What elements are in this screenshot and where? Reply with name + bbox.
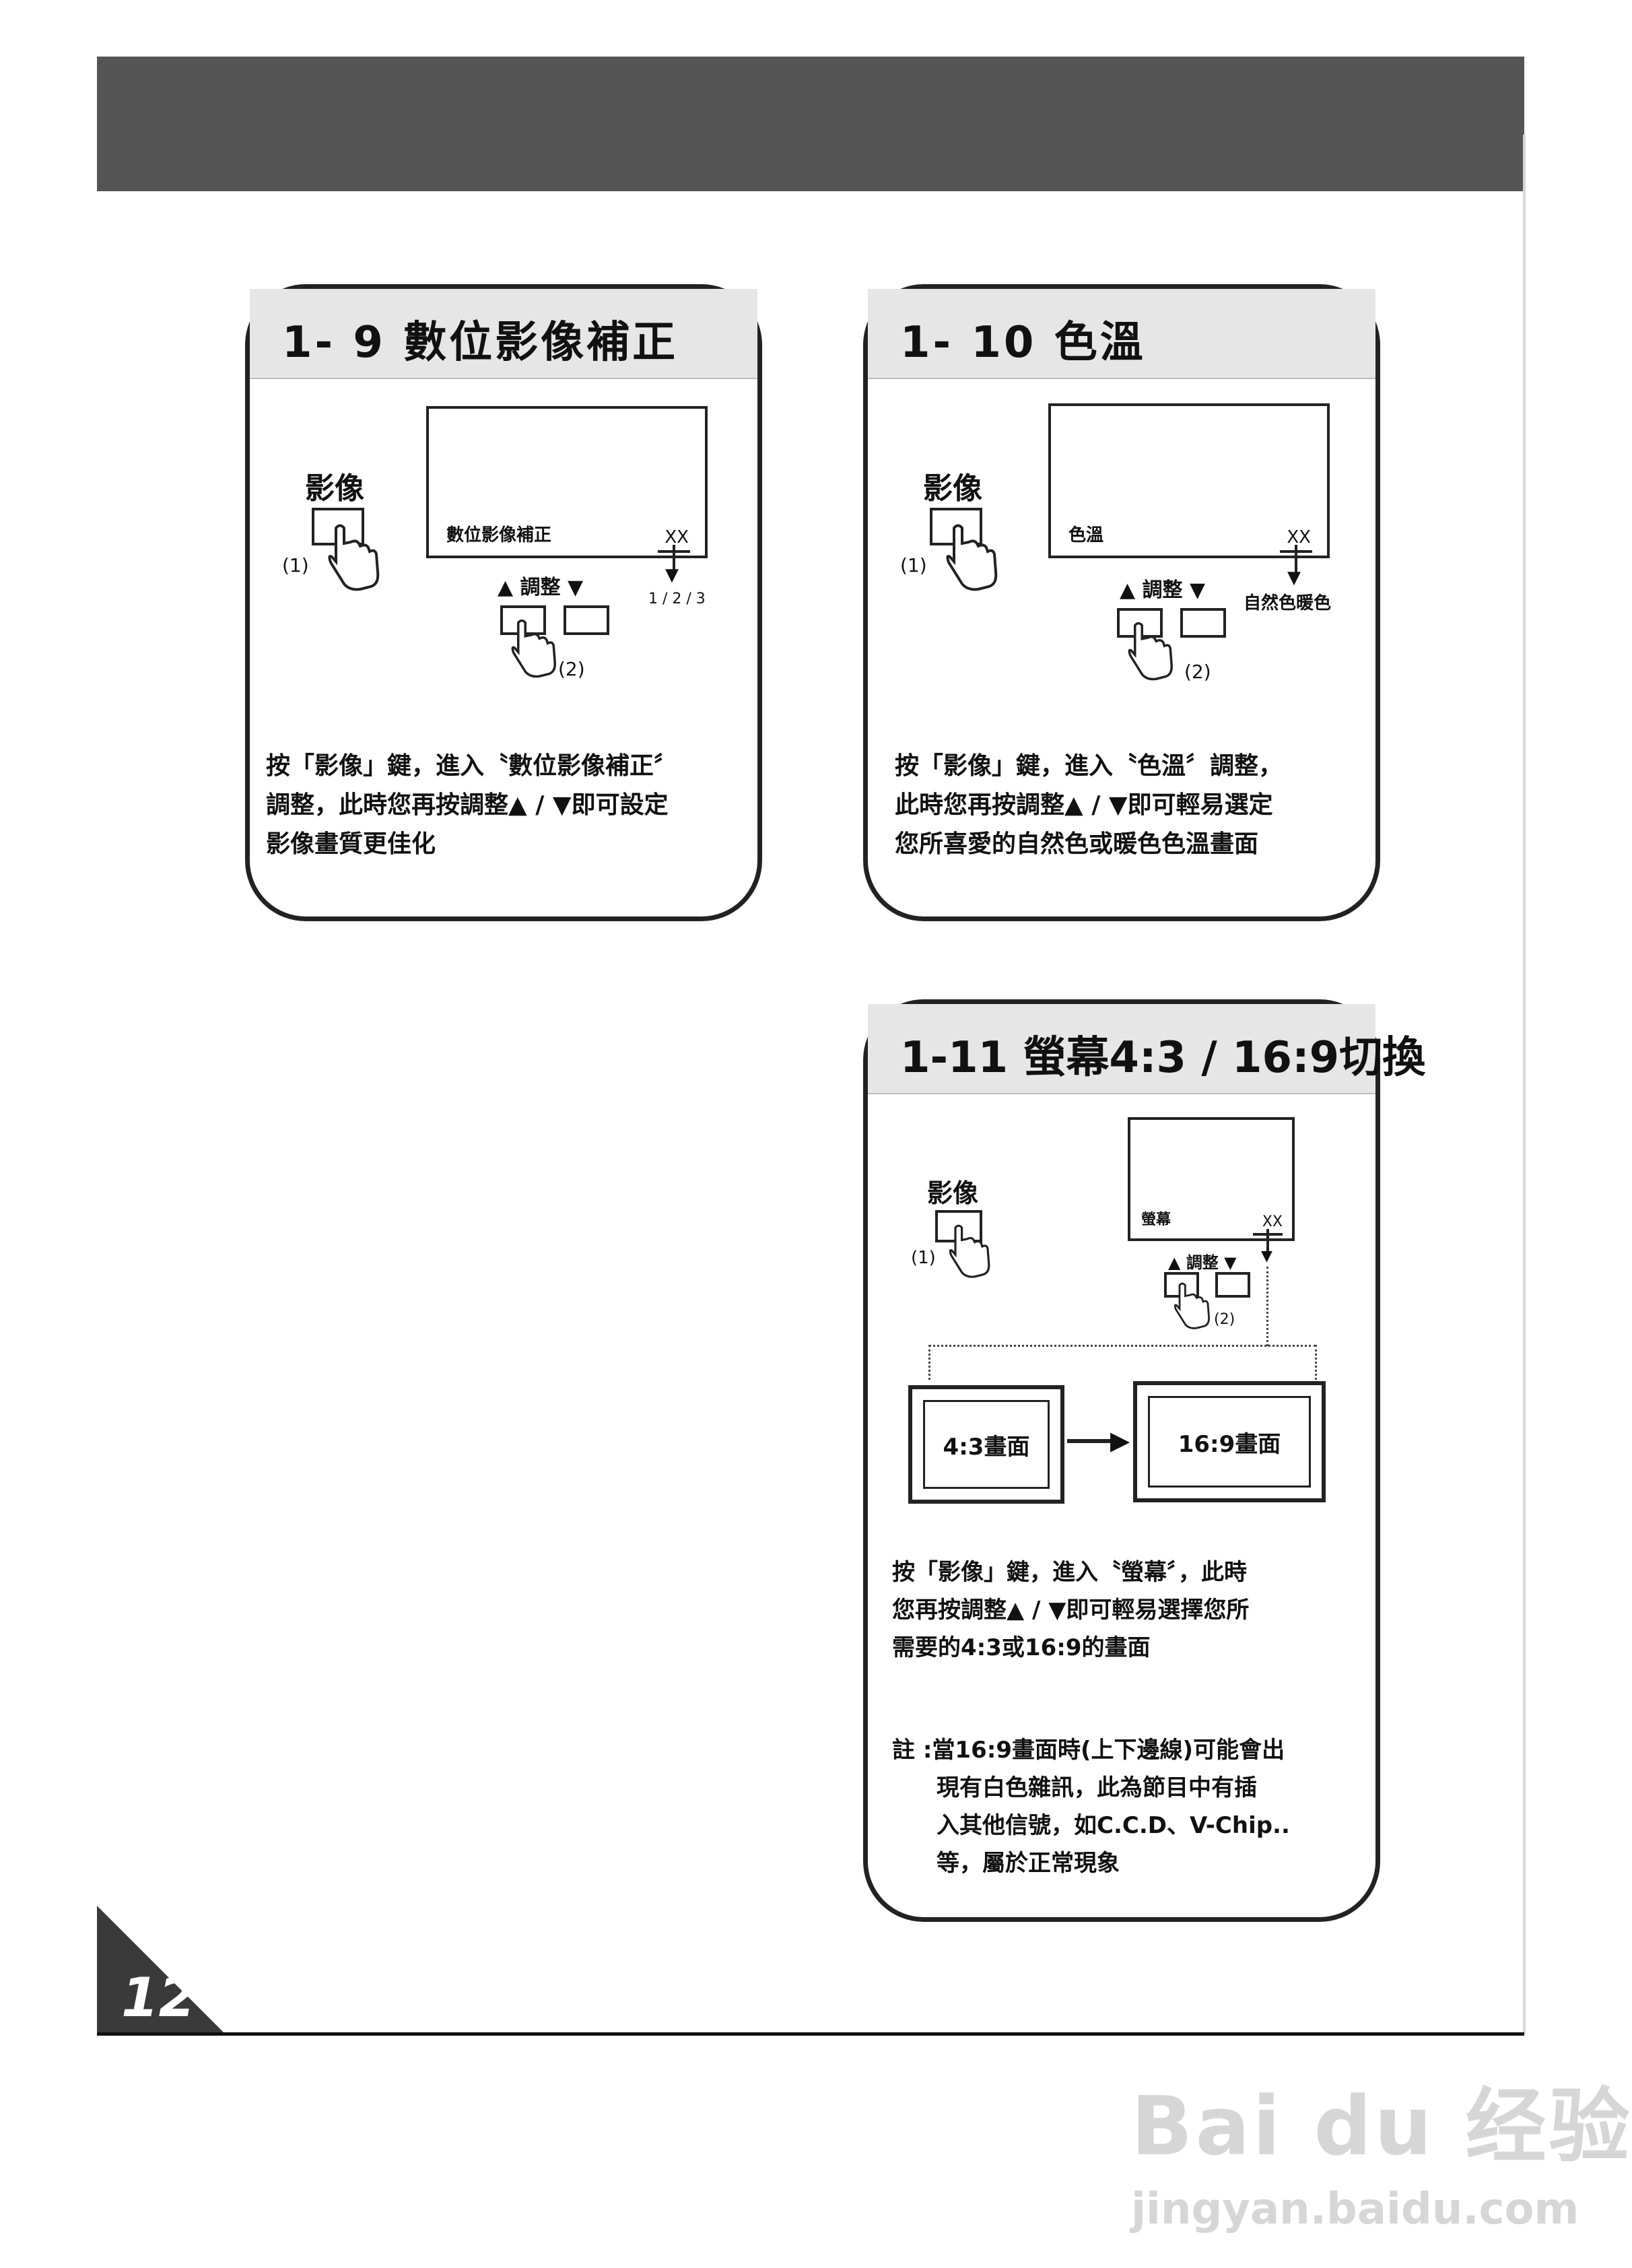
osd-screen: 螢幕 XX — [1128, 1117, 1295, 1241]
page-number-corner — [97, 1906, 225, 2034]
value-pointer-bar — [1253, 1233, 1283, 1236]
section-header: 1- 10 色溫 — [868, 289, 1375, 379]
step-2-label: (2) — [558, 658, 585, 680]
step-1-label: (1) — [911, 1248, 936, 1268]
hand-press-icon — [511, 619, 556, 678]
footer-rule — [97, 2032, 1524, 2036]
mode-switch-arrow — [1067, 1439, 1116, 1443]
step-2-label: (2) — [1214, 1311, 1235, 1328]
value-options: 1 / 2 / 3 — [648, 591, 706, 607]
note-line: 註 :當16:9畫面時(上下邊線)可能會出 — [892, 1737, 1285, 1764]
step-2-label: (2) — [1184, 661, 1211, 683]
watermark-url: jingyan.baidu.com — [1131, 2184, 1579, 2234]
hand-press-icon — [1128, 622, 1173, 681]
header-bar — [97, 57, 1524, 191]
description-line: 此時您再按調整▲ / ▼即可輕易選定 — [895, 791, 1273, 819]
image-key-label: 影像 — [927, 1178, 979, 1208]
osd-screen: 數位影像補正 XX — [426, 406, 708, 558]
connector-dotted-line — [928, 1345, 1316, 1347]
screen-menu-label: 數位影像補正 — [446, 525, 552, 545]
mode-16-9-box: 16:9畫面 — [1133, 1381, 1326, 1502]
note-line: 等，屬於正常現象 — [937, 1850, 1120, 1877]
screen-value: XX — [665, 527, 689, 547]
section-description: 按「影像」鍵，進入〝色溫〞調整， 此時您再按調整▲ / ▼即可輕易選定 您所喜愛… — [895, 747, 1283, 864]
step-1-label: (1) — [282, 554, 309, 576]
value-pointer-line — [673, 545, 675, 572]
hand-press-icon — [949, 1224, 990, 1278]
mode-4-3-box: 4:3畫面 — [908, 1385, 1064, 1504]
section-card-screen-ratio: 1-11 螢幕4:3 / 16:9切換 影像 (1) 螢幕 XX ▼ ▲ 調整 … — [863, 999, 1425, 1922]
section-header: 1-11 螢幕4:3 / 16:9切換 — [868, 1004, 1425, 1094]
section-title: 1- 9 數位影像補正 — [282, 318, 679, 368]
section-card-color-temperature: 1- 10 色溫 影像 (1) 色溫 XX ▼ 自然色暖色 ▲ 調整 ▼ (2)… — [863, 284, 1380, 921]
adjust-keys-label: ▲ 調整 ▼ — [1120, 578, 1206, 602]
note-line: 入其他信號，如C.C.D、V-Chip.. — [937, 1812, 1290, 1839]
connector-dotted-line — [928, 1345, 930, 1380]
description-line: 您再按調整▲ / ▼即可輕易選擇您所 — [892, 1597, 1250, 1624]
screen-value: XX — [1262, 1213, 1283, 1230]
step-1-label: (1) — [900, 554, 927, 576]
screen-menu-label: 螢幕 — [1141, 1211, 1171, 1228]
adjust-down-button[interactable] — [564, 605, 609, 635]
down-arrow-icon: ▼ — [1261, 1248, 1272, 1265]
watermark-main: Bai du 经验 — [1131, 2080, 1632, 2174]
note-line: 現有白色雜訊，此為節目中有插 — [937, 1774, 1257, 1801]
adjust-keys-label: ▲ 調整 ▼ — [498, 576, 584, 599]
page-number: 12 — [121, 1966, 197, 2029]
image-key-label: 影像 — [305, 471, 364, 506]
section-description: 按「影像」鍵，進入〝數位影像補正〞 調整，此時您再按調整▲ / ▼即可設定 影像… — [266, 747, 678, 864]
osd-screen: 色溫 XX — [1048, 403, 1330, 558]
section-header: 1- 9 數位影像補正 — [250, 289, 757, 379]
hand-press-icon — [1174, 1282, 1210, 1329]
connector-dotted-line — [1266, 1267, 1268, 1346]
screen-menu-label: 色溫 — [1068, 525, 1104, 545]
section-card-digital-correction: 1- 9 數位影像補正 影像 (1) 數位影像補正 XX ▼ 1 / 2 / 3… — [245, 284, 762, 921]
value-pointer-bar — [658, 550, 690, 553]
down-arrow-icon: ▼ — [665, 565, 679, 585]
adjust-down-button[interactable] — [1215, 1272, 1250, 1298]
value-pointer-bar — [1280, 550, 1312, 553]
description-line: 按「影像」鍵，進入〝數位影像補正〞 — [266, 752, 679, 780]
right-arrow-icon: ▶ — [1110, 1426, 1130, 1455]
connector-dotted-line — [1315, 1345, 1317, 1380]
baidu-jingyan-watermark: Bai du 经验 jingyan.baidu.com — [1131, 2061, 1632, 2234]
mode-16-9-label: 16:9畫面 — [1148, 1396, 1311, 1488]
hand-press-icon — [946, 524, 998, 591]
description-line: 按「影像」鍵，進入〝螢幕〞，此時 — [892, 1559, 1247, 1586]
section-note: 註 :當16:9畫面時(上下邊線)可能會出 現有白色雜訊，此為節目中有插 入其他… — [892, 1731, 1290, 1882]
image-key-label: 影像 — [923, 471, 982, 506]
hand-press-icon — [328, 524, 380, 591]
adjust-down-button[interactable] — [1180, 608, 1226, 638]
description-line: 影像畫質更佳化 — [266, 830, 436, 858]
section-title: 1- 10 色溫 — [900, 318, 1146, 368]
section-description: 按「影像」鍵，進入〝螢幕〞，此時 您再按調整▲ / ▼即可輕易選擇您所 需要的4… — [892, 1554, 1249, 1667]
description-line: 需要的4:3或16:9的畫面 — [892, 1634, 1151, 1661]
screen-value: XX — [1287, 527, 1311, 547]
down-arrow-icon: ▼ — [1287, 568, 1301, 588]
mode-4-3-label: 4:3畫面 — [923, 1400, 1050, 1489]
description-line: 調整，此時您再按調整▲ / ▼即可設定 — [266, 791, 669, 819]
page-edge-shadow — [1523, 135, 1526, 2034]
section-title: 1-11 螢幕4:3 / 16:9切換 — [900, 1033, 1426, 1083]
description-line: 您所喜愛的自然色或暖色色溫畫面 — [895, 830, 1259, 858]
value-options: 自然色暖色 — [1244, 593, 1332, 613]
adjust-keys-label: ▲ 調整 ▼ — [1168, 1253, 1237, 1272]
description-line: 按「影像」鍵，進入〝色溫〞調整， — [895, 752, 1283, 780]
value-pointer-line — [1266, 1229, 1269, 1253]
value-pointer-line — [1295, 545, 1297, 576]
